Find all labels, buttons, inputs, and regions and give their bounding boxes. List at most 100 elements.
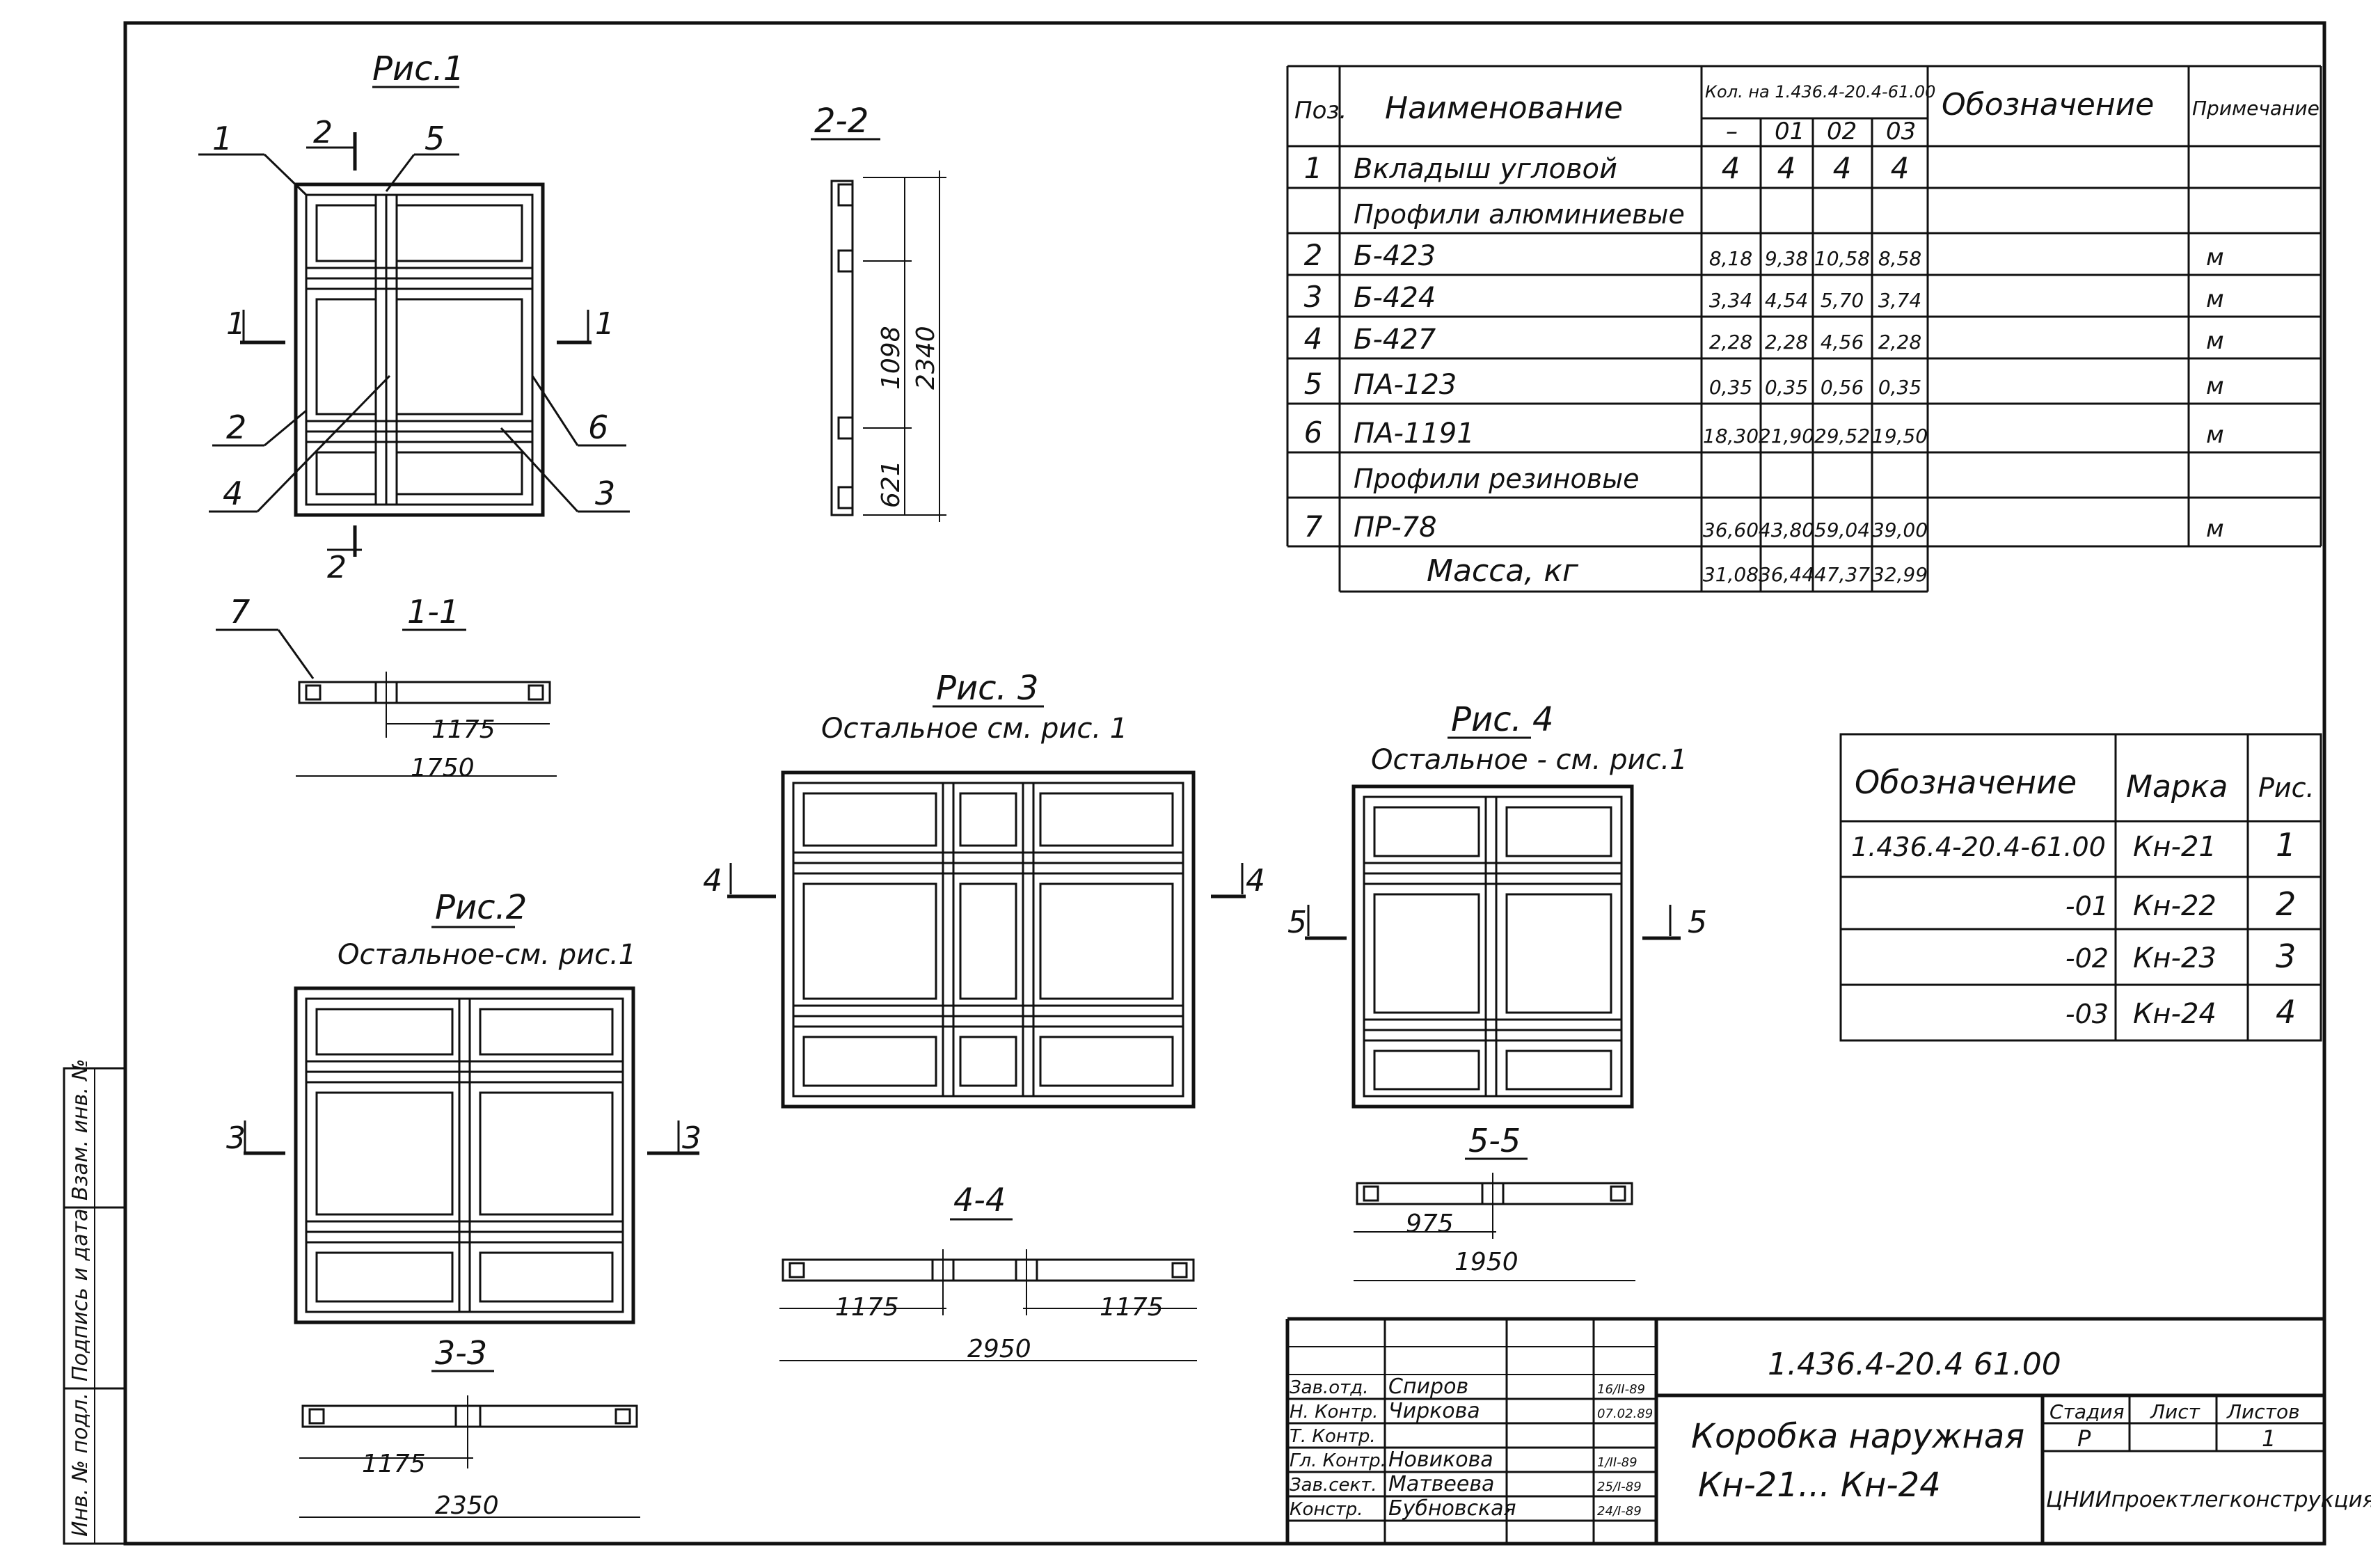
spec-row-note: м <box>2206 285 2224 313</box>
spec-row-qty: 0,35 <box>1878 376 1921 399</box>
spec-row-name: Б-423 <box>1354 240 1436 272</box>
fig2-title: Рис.2 <box>435 888 527 927</box>
fig4-note: Остальное - см. рис.1 <box>1371 744 1688 776</box>
spec-row-name: ПА-1191 <box>1354 418 1475 450</box>
spec-mass-qty: 36,44 <box>1759 563 1814 586</box>
title-person-name: Чиркова <box>1388 1399 1480 1423</box>
fig1-title: Рис.1 <box>372 49 464 88</box>
spec-row-name: ПР-78 <box>1354 512 1437 544</box>
marks-row-fig: 1 <box>2276 826 2296 864</box>
spec-header-pos: Поз. <box>1294 97 1347 125</box>
spec-header-note: Примечание <box>2192 97 2320 120</box>
spec-row-qty: 4 <box>1722 151 1740 185</box>
spec-row-qty: 19,50 <box>1872 425 1928 448</box>
figure-1: Рис.1 1 5 2 4 6 <box>198 49 630 585</box>
fig3-title: Рис. 3 <box>936 669 1039 708</box>
spec-row-pos: 2 <box>1304 238 1323 272</box>
s22-dim-1098: 1098 <box>877 326 905 390</box>
marks-row-mark: Кн-22 <box>2133 890 2217 922</box>
spec-row-qty: 3,74 <box>1878 289 1921 312</box>
title-role: Н. Контр. <box>1290 1402 1378 1423</box>
s22-dim-2340: 2340 <box>912 326 940 390</box>
s11-pos-7: 7 <box>230 593 250 631</box>
spec-header-qty: Кол. на 1.436.4-20.4-61.00 <box>1705 82 1935 102</box>
fig1-pos-4: 4 <box>223 475 243 512</box>
spec-row-pos: 3 <box>1304 280 1323 314</box>
side-stamp: Взам. инв. № Подпись и дата Инв. № подл. <box>63 1059 127 1545</box>
figure-2: Рис.2 Остальное-см. рис.1 3 3 <box>226 888 701 1324</box>
fig2-cut-3-left: 3 <box>226 1120 246 1156</box>
s11-dim-1175: 1175 <box>431 715 495 744</box>
spec-row-qty: 5,70 <box>1821 289 1864 312</box>
spec-row-qty: 8,18 <box>1709 247 1752 270</box>
spec-qty-col-3: 03 <box>1886 118 1916 145</box>
spec-row-qty: 0,35 <box>1709 376 1752 399</box>
fig1-cut-1-right: 1 <box>595 306 614 342</box>
spec-row-qty: 4 <box>1833 151 1852 185</box>
s44-dim-1175-b: 1175 <box>1100 1293 1164 1322</box>
fig1-pos-3: 3 <box>595 475 615 512</box>
title-sheets-label: Листов <box>2226 1400 2300 1423</box>
fig3-cut-4-left: 4 <box>703 863 722 898</box>
title-person-name: Спиров <box>1388 1375 1468 1399</box>
spec-row-qty: 18,30 <box>1703 425 1759 448</box>
title-org: ЦНИИпроектлегконструкция <box>2046 1487 2371 1512</box>
spec-qty-col-0: – <box>1726 118 1738 145</box>
spec-row-pos: 5 <box>1304 367 1323 401</box>
title-person-name: Новикова <box>1388 1448 1493 1472</box>
spec-row-qty: 36,60 <box>1703 518 1759 541</box>
fig1-pos-5: 5 <box>425 120 445 157</box>
title-role: Гл. Контр. <box>1290 1450 1386 1471</box>
spec-header-name: Наименование <box>1385 90 1623 126</box>
section-4-4: 4-4 1175 1175 2950 <box>779 1181 1197 1363</box>
stamp-inv-no: Инв. № подл. <box>68 1393 93 1537</box>
title-date: 16/II-89 <box>1597 1382 1645 1397</box>
figure-3: Рис. 3 Остальное см. рис. 1 4 4 <box>703 669 1265 1109</box>
spec-row-name: ПА-123 <box>1354 369 1457 401</box>
title-date: 24/I-89 <box>1597 1504 1642 1519</box>
title-stage-label: Стадия <box>2049 1400 2124 1423</box>
spec-row-name: Профили резиновые <box>1354 464 1639 494</box>
s55-dim-1950: 1950 <box>1454 1248 1518 1276</box>
spec-mass-qty: 31,08 <box>1703 563 1759 586</box>
spec-row-qty: 29,52 <box>1814 425 1870 448</box>
specification-table: Поз. Наименование Кол. на 1.436.4-20.4-6… <box>1286 65 2322 593</box>
fig1-cut-2-top: 2 <box>313 115 333 150</box>
s44-title: 4-4 <box>953 1181 1006 1219</box>
s11-title: 1-1 <box>407 593 459 631</box>
title-date: 25/I-89 <box>1597 1480 1642 1494</box>
title-code: 1.436.4-20.4 61.00 <box>1768 1347 2061 1382</box>
marks-row-designation: -02 <box>2065 943 2109 974</box>
spec-row-name: Б-424 <box>1354 282 1436 314</box>
title-sheet-label: Лист <box>2150 1400 2200 1423</box>
fig4-title: Рис. 4 <box>1451 700 1554 739</box>
spec-row-qty: 9,38 <box>1765 247 1808 270</box>
title-person-name: Бубновская <box>1388 1496 1516 1521</box>
figure-4: Рис. 4 Остальное - см. рис.1 5 5 <box>1287 700 1707 1109</box>
s33-title: 3-3 <box>435 1334 487 1372</box>
fig1-pos-6: 6 <box>588 409 608 446</box>
fig3-cut-4-right: 4 <box>1246 863 1265 898</box>
title-role: Констр. <box>1290 1499 1363 1520</box>
stamp-signature-date: Подпись и дата <box>68 1209 93 1382</box>
marks-table: Обозначение Марка Рис. 1.436.4-20.4-61.0… <box>1839 733 2322 1042</box>
title-date: 1/II-89 <box>1597 1455 1638 1470</box>
spec-row-note: м <box>2206 421 2224 449</box>
spec-row-name: Б-427 <box>1354 324 1436 356</box>
spec-row-qty: 2,28 <box>1878 331 1921 354</box>
fig3-note: Остальное см. рис. 1 <box>821 713 1127 745</box>
fig1-pos-2: 2 <box>226 409 246 446</box>
fig1-frame <box>294 182 545 517</box>
spec-row-note: м <box>2206 372 2224 400</box>
title-role: Т. Контр. <box>1290 1426 1376 1447</box>
spec-row-qty: 59,04 <box>1814 518 1870 541</box>
spec-row-qty: 3,34 <box>1709 289 1752 312</box>
spec-mass-qty: 32,99 <box>1872 563 1928 586</box>
marks-row-fig: 4 <box>2276 993 2296 1031</box>
s33-dim-1175: 1175 <box>362 1450 426 1478</box>
section-1-1: 1-1 7 1175 1750 <box>216 593 557 782</box>
spec-row-qty: 4 <box>1777 151 1796 185</box>
s22-dim-621: 621 <box>877 460 905 508</box>
